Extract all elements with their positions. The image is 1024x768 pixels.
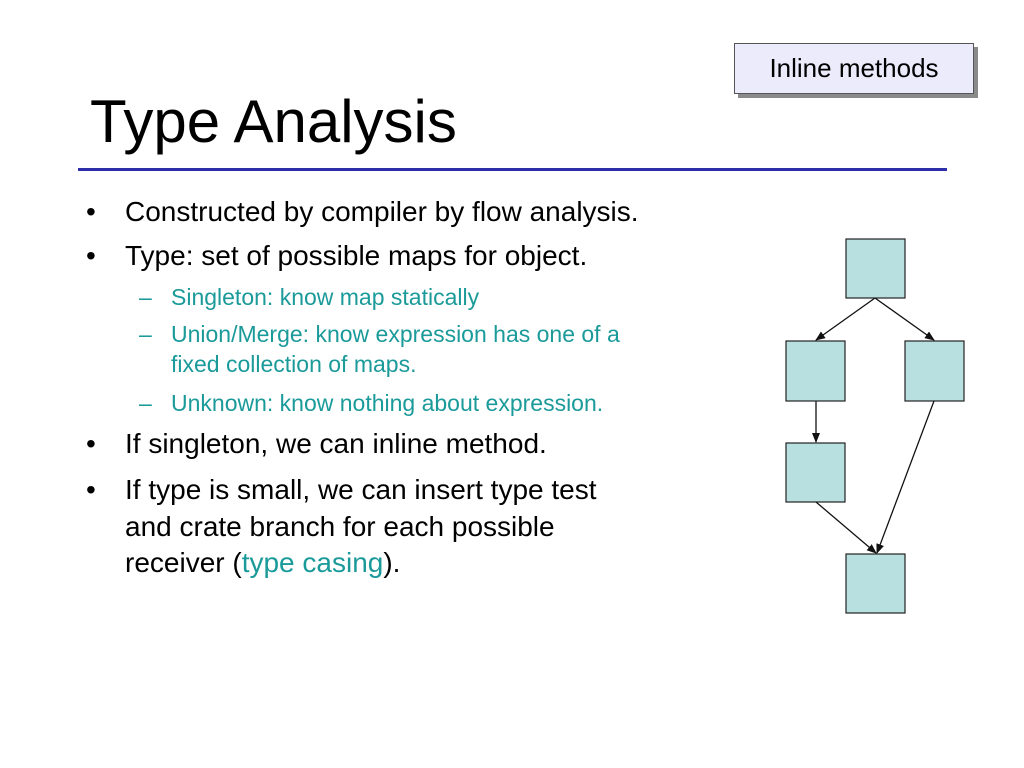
node-bottom bbox=[845, 553, 906, 614]
type-casing-highlight: type casing bbox=[241, 547, 384, 578]
sub-bullet-text: Union/Merge: know expression has one of … bbox=[171, 321, 620, 347]
slide-title: Type Analysis bbox=[90, 88, 457, 155]
title-underline bbox=[78, 168, 947, 171]
sub-bullet-text: Unknown: know nothing about expression. bbox=[171, 390, 604, 416]
bullet-text: If type is small, we can insert type tes… bbox=[125, 474, 597, 505]
bullet-marker: • bbox=[86, 428, 96, 459]
node-right bbox=[904, 340, 965, 402]
node-left-lower bbox=[785, 442, 846, 503]
bullet-text: Type: set of possible maps for object. bbox=[125, 240, 588, 271]
sub-bullet-text: Singleton: know map statically bbox=[171, 284, 480, 310]
bullet-marker: • bbox=[86, 196, 96, 227]
node-top bbox=[845, 238, 906, 299]
receiver-closing: ). bbox=[383, 547, 401, 578]
bullet-text-continued: and crate branch for each possible bbox=[125, 511, 555, 542]
edge-top-to-left bbox=[815, 297, 876, 341]
sub-bullet-marker: – bbox=[139, 390, 152, 416]
bullet-marker: • bbox=[86, 474, 96, 505]
inline-methods-label-box: Inline methods bbox=[734, 43, 974, 94]
inline-methods-label: Inline methods bbox=[769, 53, 939, 83]
receiver-text: receiver ( bbox=[125, 547, 242, 578]
sub-bullet-marker: – bbox=[139, 284, 152, 310]
edge-right-to-bottom bbox=[876, 400, 935, 554]
node-left bbox=[785, 340, 846, 402]
bullet-marker: • bbox=[86, 240, 96, 271]
edge-left-lower-to-bottom bbox=[815, 501, 877, 554]
edge-top-to-right bbox=[874, 297, 935, 341]
bullet-text: Constructed by compiler by flow analysis… bbox=[125, 196, 639, 227]
sub-bullet-marker: – bbox=[139, 321, 152, 347]
bullet-text-continued: receiver (type casing). bbox=[125, 545, 400, 581]
bullet-text: If singleton, we can inline method. bbox=[125, 428, 547, 459]
sub-bullet-text-continued: fixed collection of maps. bbox=[171, 351, 417, 377]
